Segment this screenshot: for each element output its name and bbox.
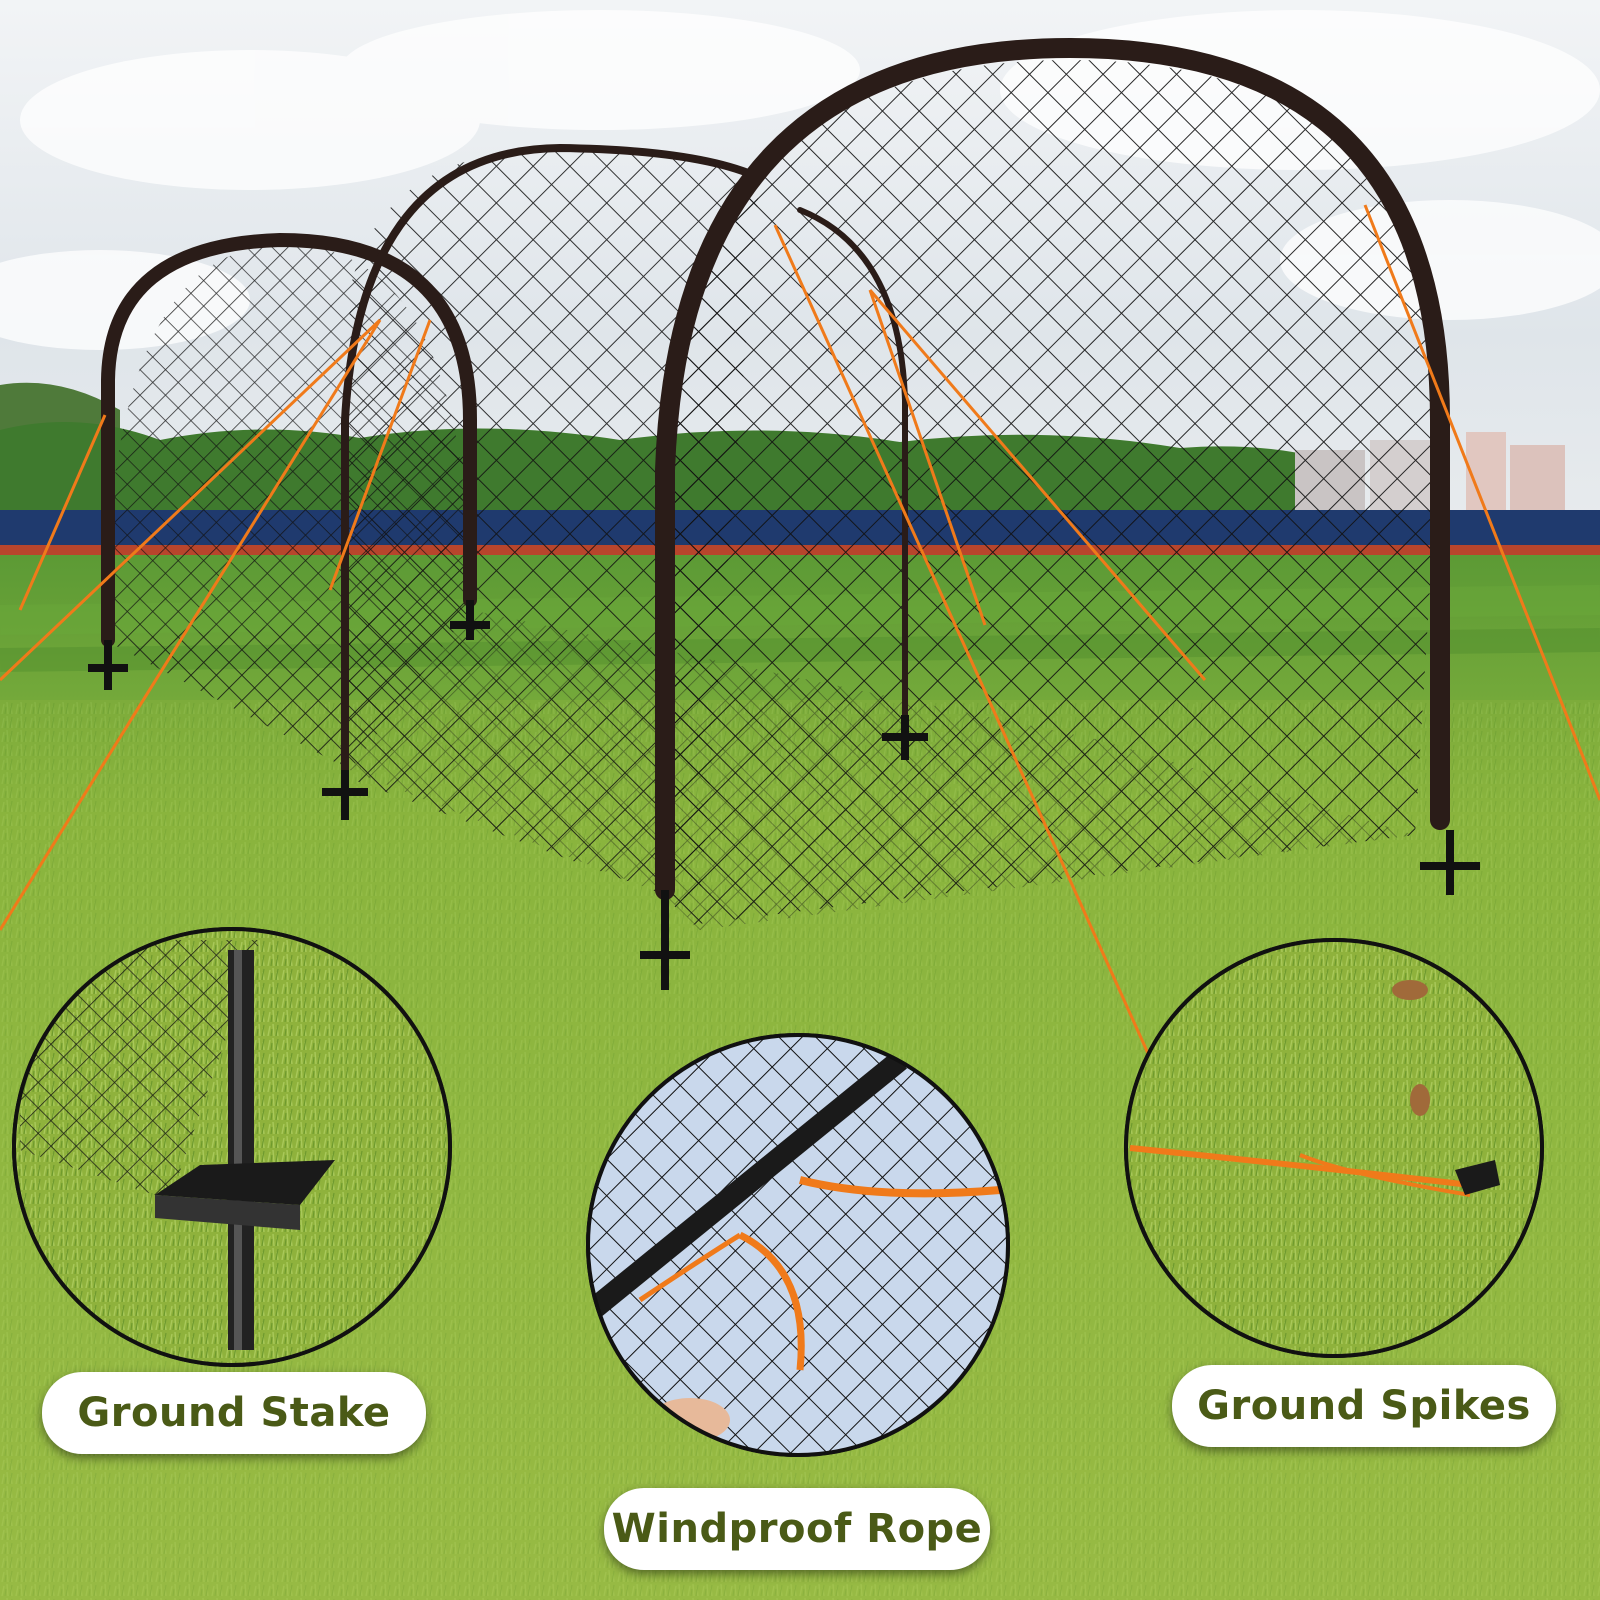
cage-frame	[101, 37, 1450, 900]
windproof-rope-label: Windproof Rope	[604, 1488, 990, 1570]
cage-netting	[105, 60, 1440, 930]
ground-spikes-label-text: Ground Spikes	[1197, 1383, 1531, 1429]
ground-stake-label: Ground Stake	[42, 1372, 426, 1454]
ground-stake-label-text: Ground Stake	[77, 1390, 391, 1436]
guy-ropes	[0, 204, 1600, 1081]
windproof-rope-label-text: Windproof Rope	[611, 1506, 983, 1552]
windproof-rope-detail-photo	[586, 1033, 1010, 1457]
ground-spikes-detail-photo	[1124, 938, 1544, 1358]
ground-stake-detail-photo	[12, 927, 452, 1367]
ground-stakes	[88, 600, 1480, 990]
ground-spikes-label: Ground Spikes	[1172, 1365, 1556, 1447]
